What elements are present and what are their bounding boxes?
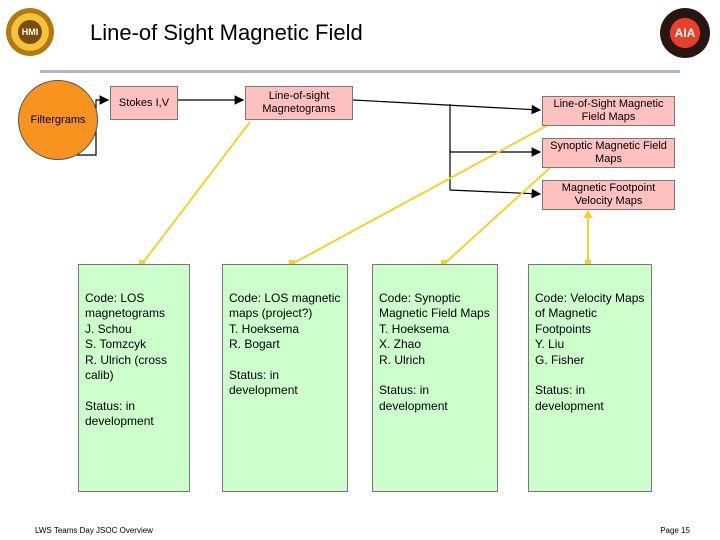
los-field-maps-node: Line-of-Sight Magnetic Field Maps	[542, 96, 675, 126]
link-card3-dot	[441, 260, 447, 266]
footer-page-number: Page 15	[660, 526, 690, 535]
card-code: Code: LOS magnetograms J. Schou S. Tomzc…	[85, 290, 168, 383]
filtergrams-label: Filtergrams	[30, 114, 86, 126]
card-code: Code: LOS magnetic maps (project?) T. Ho…	[229, 290, 341, 352]
card-status: Status: in development	[379, 383, 448, 413]
footpoint-maps-label: Magnetic Footpoint Velocity Maps	[561, 182, 656, 207]
synoptic-maps-node: Synoptic Magnetic Field Maps	[542, 138, 675, 168]
card-code: Code: Velocity Maps of Magnetic Footpoin…	[535, 290, 645, 367]
aia-logo: AIA	[660, 8, 710, 58]
footer-left: LWS Teams Day JSOC Overview	[35, 526, 153, 535]
synoptic-maps-label: Synoptic Magnetic Field Maps	[550, 140, 667, 165]
aia-logo-text: AIA	[674, 26, 696, 40]
link-card1-dot	[139, 260, 145, 266]
link-card2	[291, 123, 551, 265]
hmi-logo-text: HMI	[18, 20, 42, 44]
stokes-node: Stokes I,V	[110, 86, 178, 120]
footpoint-maps-node: Magnetic Footpoint Velocity Maps	[542, 180, 675, 210]
edge-los-footpoint	[449, 150, 542, 199]
code-card-synoptic: Code: Synoptic Magnetic Field Maps T. Ho…	[372, 264, 498, 492]
code-card-los-maps: Code: LOS magnetic maps (project?) T. Ho…	[222, 264, 348, 492]
link-card4-dot	[585, 260, 591, 266]
link-card3	[443, 165, 553, 265]
filtergrams-node: Filtergrams	[18, 80, 98, 160]
los-field-maps-label: Line-of-Sight Magnetic Field Maps	[553, 98, 664, 123]
stokes-label: Stokes I,V	[118, 97, 170, 109]
code-card-velocity: Code: Velocity Maps of Magnetic Footpoin…	[528, 264, 652, 492]
card-status: Status: in development	[85, 398, 154, 429]
card-status: Status: in development	[229, 367, 298, 398]
los-magnetograms-node: Line-of-sight Magnetograms	[245, 86, 353, 120]
hmi-logo: HMI	[6, 8, 54, 56]
link-card4-arrow	[583, 210, 593, 218]
card-code: Code: Synoptic Magnetic Field Maps T. Ho…	[379, 290, 490, 367]
slide-title: Line-of Sight Magnetic Field	[90, 20, 363, 45]
link-card2-dot	[289, 260, 295, 266]
card-status: Status: in development	[535, 383, 604, 413]
edge-los-synoptic	[449, 104, 542, 157]
code-card-los-magnetograms: Code: LOS magnetograms J. Schou S. Tomzc…	[78, 264, 190, 492]
title-rule	[40, 70, 680, 73]
edge-los-fieldmaps	[352, 99, 542, 115]
los-magnetograms-label: Line-of-sight Magnetograms	[262, 90, 336, 115]
link-card1	[141, 121, 251, 265]
